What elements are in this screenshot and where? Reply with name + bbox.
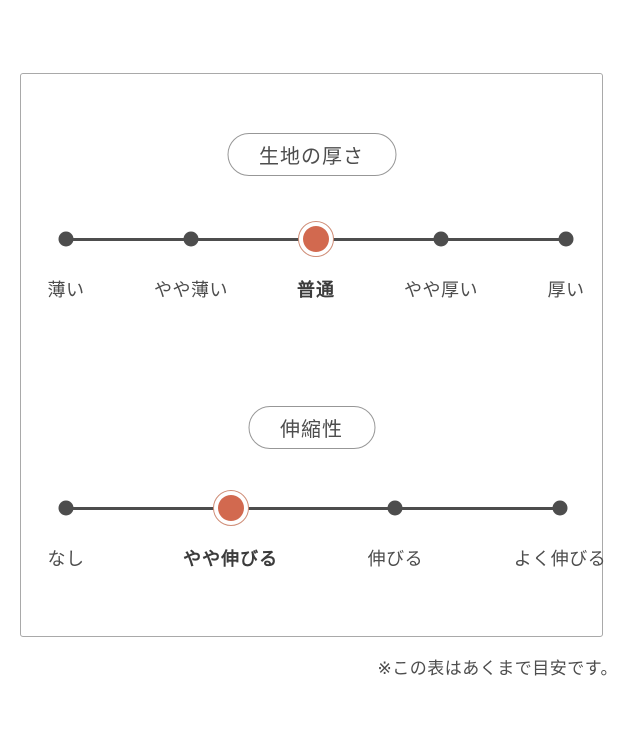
scale-label-no-stretch: なし (47, 549, 85, 570)
scale-label-stretches: 伸びる (367, 549, 424, 570)
stretch-title-pill: 伸縮性 (248, 406, 375, 449)
scale-dot-stretches (387, 500, 403, 516)
stretch-title: 伸縮性 (280, 417, 343, 441)
scale-dot-stretches-well (552, 500, 568, 516)
scale-dot-slightly-thin (183, 231, 199, 247)
guide-panel: 生地の厚さ 薄い やや薄い 普通 やや厚い 厚い 伸縮性 (20, 73, 606, 637)
stretch-scale-line (66, 506, 560, 510)
selected-dot-icon (303, 226, 329, 252)
scale-label-slightly-thick: やや厚い (404, 280, 478, 301)
scale-label-thin: 薄い (47, 280, 85, 301)
thickness-title: 生地の厚さ (259, 144, 364, 168)
scale-label-normal: 普通 (297, 280, 335, 301)
scale-dot-no-stretch (58, 500, 74, 516)
scale-label-slightly-thin: やや薄い (154, 280, 228, 301)
scale-dot-thick (558, 231, 574, 247)
thickness-title-pill: 生地の厚さ (227, 133, 396, 176)
selected-marker-thickness (298, 221, 334, 257)
scale-label-slight-stretch: やや伸びる (183, 549, 279, 570)
scale-label-stretches-well: よく伸びる (513, 549, 607, 570)
selected-marker-stretch (212, 490, 249, 526)
scale-dot-slightly-thick (433, 231, 449, 247)
selected-dot-icon (217, 495, 244, 521)
disclaimer-note: ※この表はあくまで目安です。 (377, 659, 618, 679)
scale-dot-thin (58, 231, 74, 247)
scale-label-thick: 厚い (547, 280, 585, 301)
